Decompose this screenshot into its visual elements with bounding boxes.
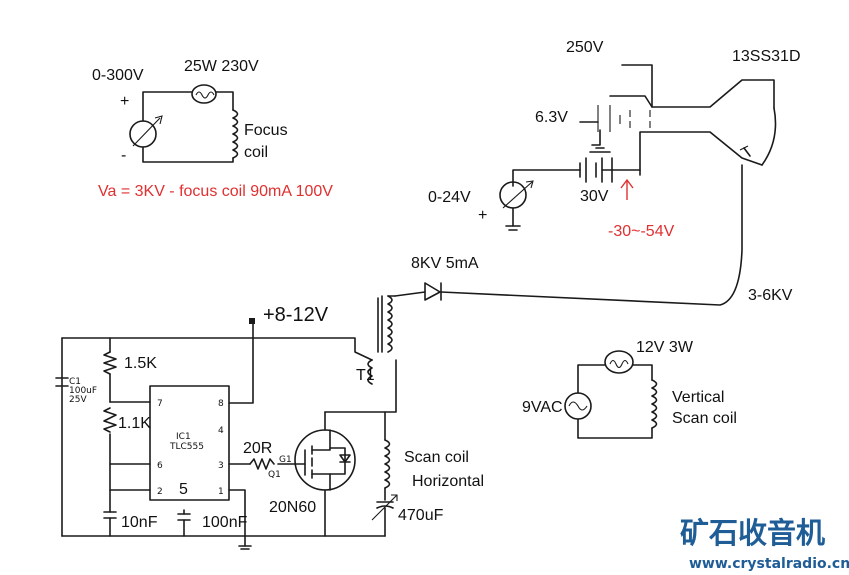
pin-8: 8 xyxy=(218,399,224,409)
label-0-24v: 0-24V xyxy=(428,189,471,206)
label-10nf: 10nF xyxy=(121,514,158,531)
label-1-1k: 1.1K xyxy=(118,415,151,432)
pin-4: 4 xyxy=(218,426,224,436)
label-25w-230v: 25W 230V xyxy=(184,58,259,75)
label-t1: T1 xyxy=(356,367,375,384)
focus-coil-inductor xyxy=(142,109,239,163)
pin-6: 6 xyxy=(157,461,163,471)
oscillator-555 xyxy=(55,318,386,550)
label-470uf: 470uF xyxy=(398,507,444,524)
pin-7: 7 xyxy=(157,399,163,409)
horizontal-scan-coil xyxy=(371,411,398,537)
focus-coil-circuit: + - 0-300V 25W 230V Focus coil Va = 3KV … xyxy=(92,58,333,200)
pin-2: 2 xyxy=(157,487,163,497)
label-horizontal: Horizontal xyxy=(412,473,484,490)
label-g1: G1 xyxy=(279,455,292,465)
watermark-url: www.crystalradio.cn xyxy=(689,556,849,572)
plus-sign: + xyxy=(120,93,129,110)
label-12v-3w: 12V 3W xyxy=(636,339,694,356)
lamp-25w xyxy=(191,84,217,104)
minus-sign: - xyxy=(121,147,126,164)
label-focus: Focus xyxy=(244,122,288,139)
c1-voltage: 25V xyxy=(69,395,87,405)
grid-bias-circuit xyxy=(499,157,641,231)
mosfet-stage xyxy=(249,411,356,537)
ic-name: IC1 xyxy=(176,432,191,442)
label-supply-8-12v: +8-12V xyxy=(263,304,329,326)
c1-name: C1 xyxy=(69,377,81,387)
label-0-300v: 0-300V xyxy=(92,67,144,84)
watermark-cn: 矿石收音机 xyxy=(680,516,825,550)
label-30v: 30V xyxy=(580,188,609,205)
hv-rectifier-path xyxy=(394,164,743,306)
label-20r: 20R xyxy=(243,440,272,457)
label-8kv-5ma: 8KV 5mA xyxy=(411,255,479,272)
label-scan-coil: Scan coil xyxy=(404,449,469,466)
vertical-scan-circuit xyxy=(564,350,658,439)
label-3-6kv: 3-6KV xyxy=(748,287,793,304)
va-note: Va = 3KV - focus coil 90mA 100V xyxy=(98,183,333,200)
transformer-t1 xyxy=(252,295,397,413)
label-250v: 250V xyxy=(566,39,604,56)
label-neg-30-54v: -30~-54V xyxy=(608,223,675,240)
label-20n60: 20N60 xyxy=(269,499,316,516)
pin-1: 1 xyxy=(218,487,224,497)
label-9vac: 9VAC xyxy=(522,399,563,416)
label-vertical-scan-coil: Scan coil xyxy=(672,410,737,427)
label-1-5k: 1.5K xyxy=(124,355,157,372)
ic-part: TLC555 xyxy=(169,442,204,452)
label-q1: Q1 xyxy=(268,470,281,480)
crt-tube xyxy=(579,64,777,176)
label-tube-13ss31d: 13SS31D xyxy=(732,48,801,65)
c1-value: 100uF xyxy=(69,386,97,396)
label-coil: coil xyxy=(244,144,268,161)
plus-sign-bias: + xyxy=(478,207,487,224)
label-6-3v: 6.3V xyxy=(535,109,568,126)
variable-supply-0-300v xyxy=(129,115,163,148)
label-vertical: Vertical xyxy=(672,389,724,406)
label-100nf: 100nF xyxy=(202,514,248,531)
pin-3: 3 xyxy=(218,461,224,471)
watermark-logo: 矿石收音机 www.crystalradio.cn xyxy=(680,516,849,572)
ic-center-label: 5 xyxy=(179,481,188,498)
